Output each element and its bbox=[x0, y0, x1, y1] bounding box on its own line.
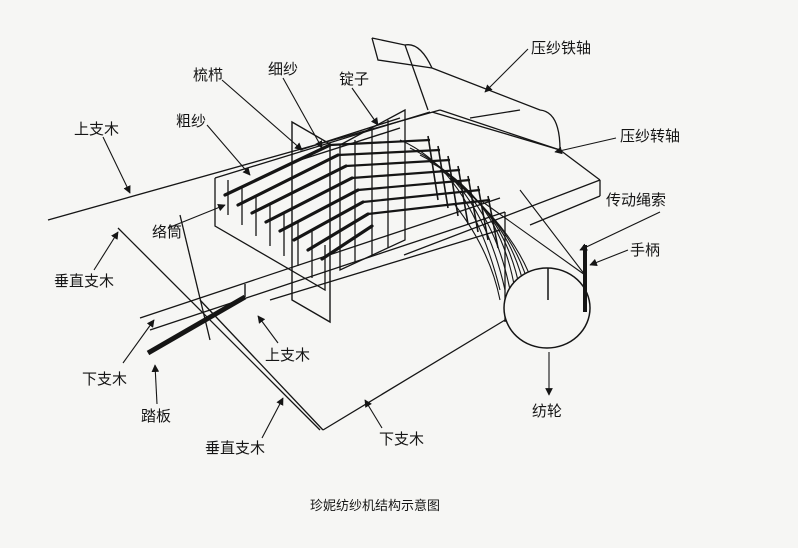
bed-right-edge bbox=[559, 149, 601, 181]
bed-front-edge bbox=[403, 179, 601, 256]
label-spinning-wheel: 纺轮 bbox=[532, 402, 562, 420]
fine-yarn bbox=[329, 138, 491, 216]
bobbin-rack bbox=[214, 108, 406, 292]
labels: 压纱铁轴 压纱转轴 传动绳索 手柄 纺轮 梳栉 细纱 锭子 粗纱 络筒 上支木 … bbox=[54, 39, 680, 514]
label-handle: 手柄 bbox=[630, 241, 660, 259]
roving-strands bbox=[223, 143, 374, 261]
label-drive-cord: 传动绳索 bbox=[606, 191, 666, 209]
lower-support-beam bbox=[139, 197, 501, 319]
label-lower-support-bottom: 下支木 bbox=[379, 430, 424, 448]
label-comb: 梳栉 bbox=[193, 66, 223, 84]
label-lower-support-left: 下支木 bbox=[82, 370, 127, 388]
label-upper-support-bottom: 上支木 bbox=[265, 346, 310, 364]
label-vertical-support-left: 垂直支木 bbox=[54, 272, 114, 290]
treadle bbox=[146, 284, 247, 356]
label-press-iron-shaft: 压纱铁轴 bbox=[531, 39, 591, 57]
bottom-rail-2 bbox=[269, 229, 501, 301]
label-treadle: 踏板 bbox=[141, 407, 171, 425]
leader-lines bbox=[93, 48, 661, 439]
upper-support-bar-end bbox=[439, 109, 561, 151]
bed-back-edge bbox=[214, 111, 431, 179]
front-lower-support bbox=[199, 299, 324, 431]
comb-frame bbox=[291, 117, 401, 324]
bed-lower-edge-2 bbox=[529, 195, 601, 226]
label-roving: 粗纱 bbox=[176, 112, 206, 130]
spinning-wheel bbox=[503, 267, 591, 349]
label-fine-yarn: 细纱 bbox=[268, 60, 298, 78]
machine-frame bbox=[47, 109, 601, 431]
left-vertical-leg bbox=[117, 227, 321, 431]
label-press-rotating-shaft: 压纱转轴 bbox=[620, 127, 680, 145]
label-vertical-support-bottom: 垂直支木 bbox=[205, 439, 265, 457]
label-upper-support-top: 上支木 bbox=[74, 120, 119, 138]
figure-caption: 珍妮纺纱机结构示意图 bbox=[310, 498, 440, 514]
label-spindle: 锭子 bbox=[339, 70, 369, 88]
press-bar-housing bbox=[371, 37, 561, 151]
label-bobbin-winding: 络筒 bbox=[152, 223, 182, 241]
bottom-rail bbox=[322, 319, 506, 431]
